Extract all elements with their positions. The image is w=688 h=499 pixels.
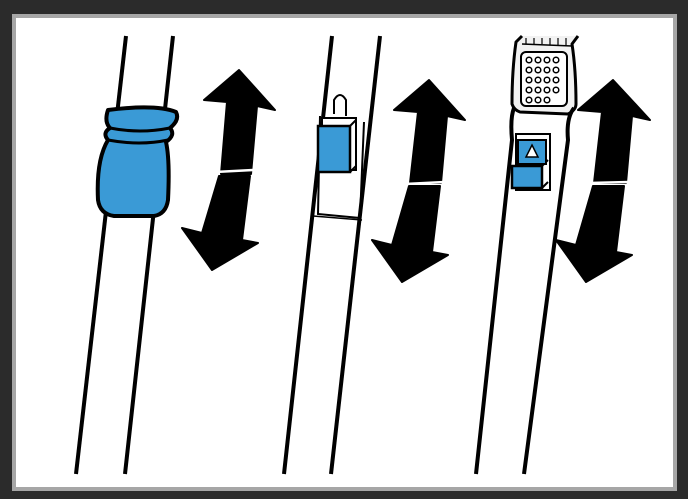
- handle-grip-icon: [510, 34, 580, 116]
- panel-2-sleeve-bottom: [312, 215, 363, 221]
- blue-sleeve-collar-icon: [95, 105, 180, 218]
- panel-2-tube-right-edge: [329, 35, 382, 475]
- up-triangle-icon: [524, 143, 540, 158]
- panel-3-tube-right-edge: [522, 106, 576, 475]
- panel-1-up-down-arrow-icon: [181, 69, 276, 271]
- panel-2-arrow-split: [404, 180, 446, 186]
- panel-2-tube-with-slider: [282, 35, 466, 475]
- panel-1-arrow-split: [214, 168, 254, 174]
- panel-2-slot-pin: [333, 94, 347, 116]
- blue-release-button-icon: [510, 139, 549, 190]
- panel-2-tube-left-edge: [282, 35, 334, 475]
- panel-3-tube-left-edge: [474, 107, 516, 475]
- panel-3-arrow-split: [588, 180, 630, 185]
- panel-1-tube-with-collar: [74, 35, 276, 475]
- blue-slider-button-icon: [316, 117, 357, 174]
- panel-2-up-down-arrow-icon: [371, 79, 466, 283]
